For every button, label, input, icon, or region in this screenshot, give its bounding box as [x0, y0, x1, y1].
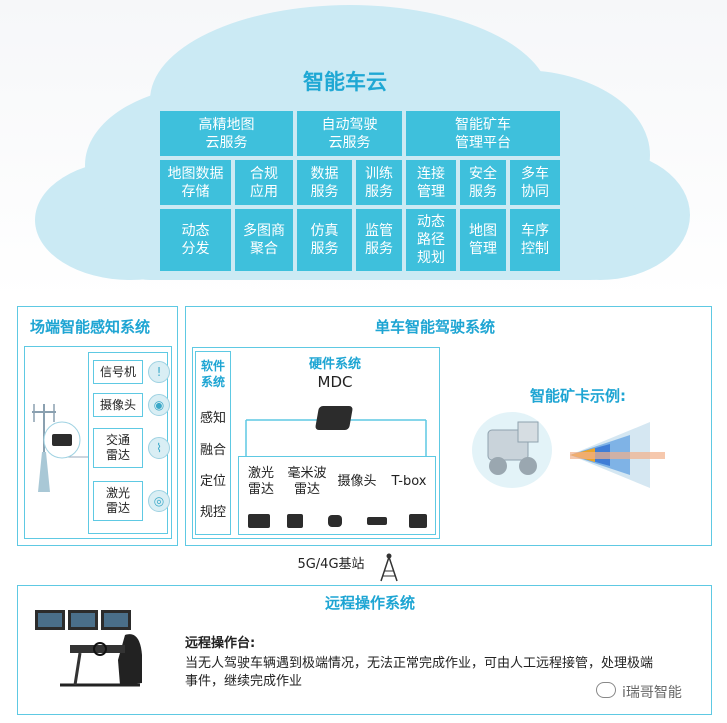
radar-device-icon	[287, 514, 303, 528]
software-item: 感知	[199, 411, 226, 426]
lidar-device-icon	[248, 514, 270, 528]
remote-title: 远程操作系统	[325, 594, 416, 612]
hardware-item: 毫米波 雷达	[287, 466, 327, 497]
hardware-item: T-box	[391, 474, 427, 489]
cloud-header-mining-platform: 智能矿车 管理平台	[406, 111, 560, 156]
cloud-cell: 连接 管理	[406, 160, 456, 205]
mdc-device-icon	[314, 406, 354, 430]
cloud-cell: 仿真 服务	[297, 209, 352, 271]
cloud-cell: 动态 分发	[160, 209, 231, 271]
camera-device-icon	[328, 515, 342, 527]
software-item: 规控	[199, 505, 226, 520]
cloud-header-hd-map: 高精地图 云服务	[160, 111, 293, 156]
console-description-line2: 事件，继续完成作业	[185, 674, 303, 689]
field-tower-device	[32, 404, 88, 492]
cloud-cell: 安全 服务	[460, 160, 506, 205]
tbox-antenna-icon	[367, 517, 387, 525]
software-item: 定位	[199, 474, 226, 489]
vehicle-system-box	[192, 347, 440, 539]
hardware-item: 摄像头	[337, 474, 377, 489]
mining-truck-example-title: 智能矿卡示例:	[530, 387, 626, 405]
sensor-traffic-radar: 交通 雷达	[93, 428, 143, 468]
hardware-subtitle: MDC	[317, 373, 353, 391]
radar-icon: ⌇	[148, 437, 170, 459]
sensor-camera: 摄像头	[93, 393, 143, 417]
field-inner-box	[24, 346, 172, 539]
software-column	[195, 351, 231, 535]
camera-icon: ◉	[148, 394, 170, 416]
tbox-device-icon	[409, 514, 427, 528]
cloud-cell: 动态 路径 规划	[406, 209, 456, 271]
cloud-cell: 车序 控制	[510, 209, 560, 271]
console-title: 远程操作台:	[185, 636, 256, 651]
software-item: 融合	[199, 443, 226, 458]
hardware-item: 激光 雷达	[247, 466, 274, 497]
cloud-cell: 训练 服务	[356, 160, 402, 205]
hardware-title: 硬件系统	[308, 357, 361, 372]
field-perception-title: 场端智能感知系统	[30, 318, 151, 336]
cloud-title: 智能车云	[303, 70, 387, 94]
wechat-icon	[596, 682, 616, 698]
cloud-cell: 多图商 聚合	[235, 209, 293, 271]
sensor-signal: 信号机	[93, 360, 143, 384]
hardware-box	[238, 456, 436, 535]
cloud-cell: 合规 应用	[235, 160, 293, 205]
vehicle-panel	[185, 306, 712, 546]
tower-icon	[380, 553, 398, 582]
mining-truck-illustration	[472, 412, 665, 488]
console-description-line1: 当无人驾驶车辆遇到极端情况，无法正常完成作业，可由人工远程接管，处理极端	[185, 656, 654, 671]
signal-light-icon: !	[148, 361, 170, 383]
lidar-icon: ◎	[148, 490, 170, 512]
cloud-header-autodrive: 自动驾驶 云服务	[297, 111, 402, 156]
cloud-cell: 数据 服务	[297, 160, 352, 205]
watermark-text: i瑞哥智能	[622, 685, 682, 701]
cloud-cell: 地图 管理	[460, 209, 506, 271]
cloud-cell: 多车 协同	[510, 160, 560, 205]
cloud-cell: 地图数据 存储	[160, 160, 231, 205]
sensor-lidar: 激光 雷达	[93, 481, 143, 521]
cloud-cell: 监管 服务	[356, 209, 402, 271]
remote-console-illustration	[35, 610, 142, 687]
base-station-label: 5G/4G基站	[297, 557, 365, 572]
vehicle-title: 单车智能驾驶系统	[375, 318, 496, 336]
software-title: 软件 系统	[200, 359, 225, 389]
